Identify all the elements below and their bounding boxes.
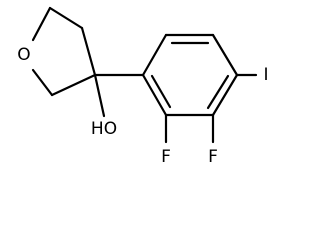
benzene-ring [141,33,239,117]
atom-label-hydroxyl: HO [91,119,117,139]
bond-c2-o [31,68,54,97]
molecule-structure: O HO I F F [17,6,269,167]
bond-c5-c4 [48,6,84,30]
bond-o-c5 [31,6,52,42]
double-bond-ar4-ar5 [206,74,230,110]
oxolane-ring [31,6,97,97]
atom-label-fluorine-2: F [161,147,171,167]
atom-label-fluorine-3: F [208,147,218,167]
bond-ar4-ar5 [211,73,239,117]
bond-c4-c3 [80,26,97,77]
atom-label-iodine: I [263,65,268,85]
bond-ar6-ar1 [141,73,168,117]
bond-c3-c2 [50,73,97,97]
bond-ar1-ar2 [141,33,168,77]
double-bond-ar6-ar1 [150,74,172,109]
bond-ar3-ar4 [211,33,239,77]
bond-c3-oh [93,73,106,118]
atom-label-oxygen-ring: O [17,45,30,65]
